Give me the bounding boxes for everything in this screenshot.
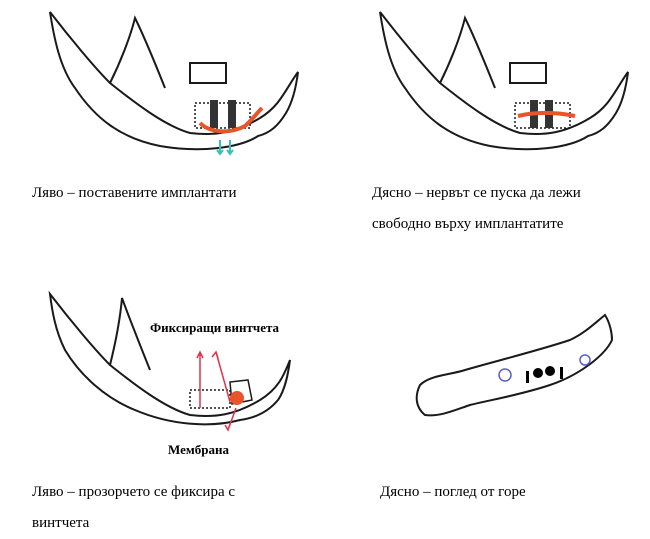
mandible-outline [49,11,299,151]
bone-window [189,62,227,84]
membrane-blob [230,391,244,405]
bone-window [509,62,547,84]
implant-dot-2 [545,366,555,376]
screw-arrows [196,350,237,432]
socket-left [498,368,512,382]
nerve-path [517,111,576,118]
panel-window-fixed [40,290,320,450]
window-plate [189,389,231,409]
mandible-window-drawing [48,290,291,432]
arch-outline [415,313,614,417]
nerve-path [198,106,264,134]
coronoid-outline [109,15,166,89]
mandible-outline [379,11,629,151]
caption-nerve-line2: свободно върху имплантатите [372,216,564,232]
panel-nerve-released [370,8,650,168]
socket-right [579,354,591,366]
label-membrane: Мембрана [168,442,229,457]
implant-dot-1 [533,368,543,378]
top-view-drawing [415,313,614,417]
screw-bar-2 [560,367,563,379]
suture-marks [216,140,234,156]
mandible-implants-drawing [49,11,299,156]
caption-window-line2: винтчета [32,515,90,531]
coronoid-outline [109,297,151,371]
mandible-outline [48,290,291,426]
caption-nerve-line1: Дясно – нервът се пуска да лежи [372,185,581,201]
panel-top-view [410,305,630,435]
caption-implants-placed: Ляво – поставените имплантати [32,185,237,201]
caption-window-line1: Ляво – прозорчето се фиксира с [32,484,236,500]
implant-post-2 [228,100,236,128]
coronoid-outline [439,15,496,89]
label-fixing-screws: Фиксиращи винтчета [150,320,280,335]
panel-implants-placed [40,8,320,168]
screw-bar-1 [526,371,529,383]
caption-top-view: Дясно – поглед от горе [380,484,526,500]
mandible-nerve-drawing [379,11,629,151]
implant-post-1 [210,100,218,128]
